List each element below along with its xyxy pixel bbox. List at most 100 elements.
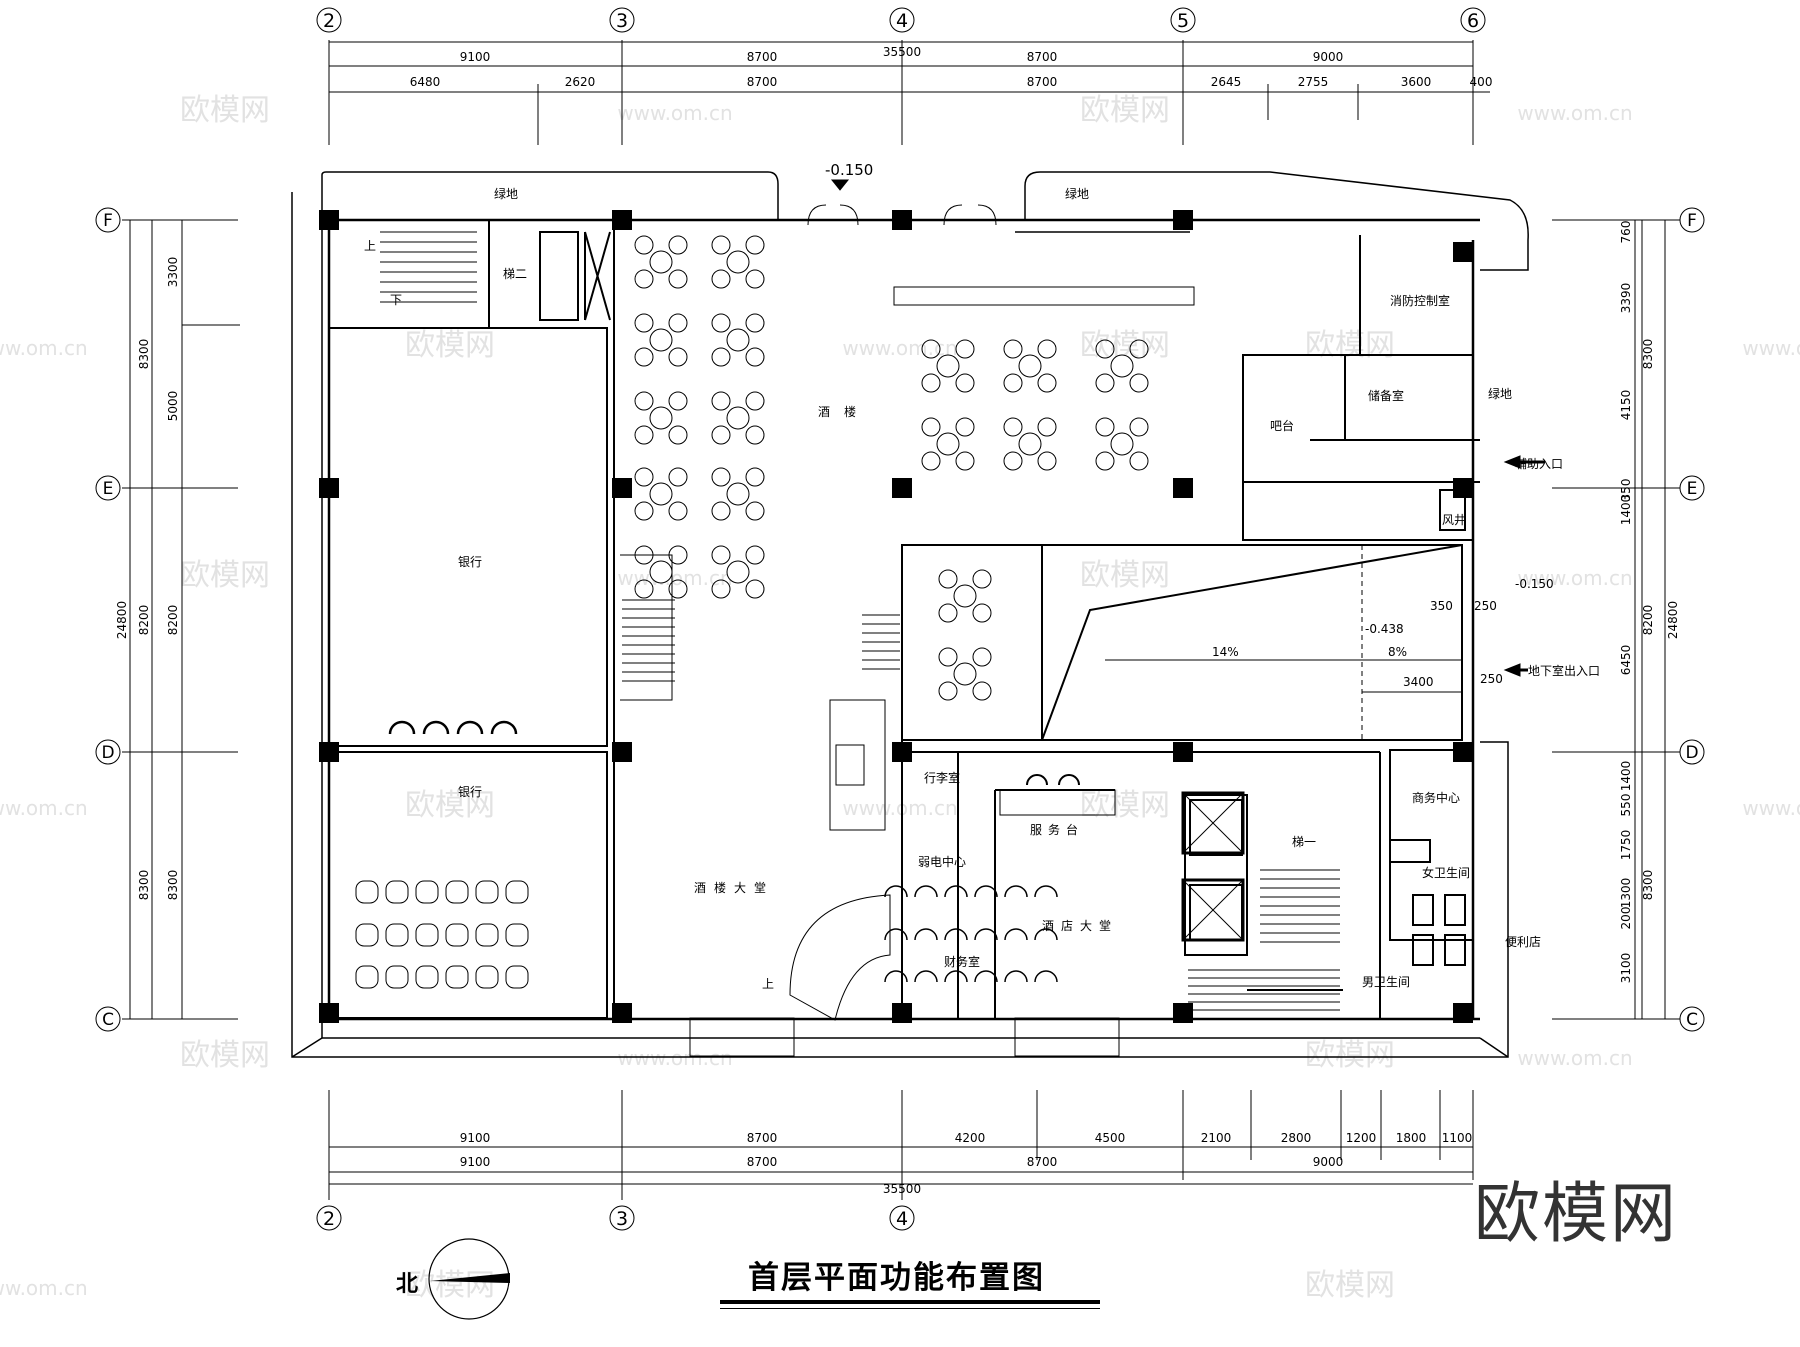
- training-seat: [1034, 970, 1058, 983]
- ramp-slope-2: 8%: [1388, 645, 1407, 659]
- north-label: 北: [396, 1272, 419, 1297]
- column: [892, 1003, 912, 1023]
- watermark-url: www.om.cn: [617, 566, 732, 590]
- dim-right-inner: 3100: [1619, 953, 1633, 984]
- watermark-url: www.om.cn: [617, 101, 732, 125]
- table-top: [936, 432, 960, 456]
- table-top: [649, 482, 673, 506]
- column: [612, 210, 632, 230]
- label-stair-two: 梯二: [503, 267, 527, 281]
- chair: [634, 347, 654, 367]
- chair: [711, 545, 731, 565]
- dining-table: [711, 313, 765, 367]
- watermark-text: 欧模网: [1080, 788, 1170, 823]
- training-seat: [884, 970, 908, 983]
- axis-bubble-top: [609, 7, 635, 33]
- axis-label-left: D: [101, 743, 114, 763]
- label-green-right: 绿地: [1065, 186, 1089, 201]
- dim-top-2: 3600: [1401, 75, 1432, 89]
- stair-up-mark: 上: [364, 239, 376, 253]
- table-top: [726, 250, 750, 274]
- column: [892, 478, 912, 498]
- watermark-text: 欧模网: [1080, 93, 1170, 128]
- axis-bubble-top: [316, 7, 342, 33]
- dining-table: [1003, 417, 1057, 471]
- column: [319, 478, 339, 498]
- chair: [1095, 417, 1115, 437]
- label-bank-upper: 银行: [458, 555, 482, 569]
- label-restaurant-lobby: 酒楼大堂: [694, 880, 774, 895]
- training-seat: [1004, 970, 1028, 983]
- bank-chair: [475, 923, 499, 947]
- axis-label-left: C: [102, 1010, 114, 1030]
- chair: [668, 347, 688, 367]
- watermark-url: www.om.cn: [0, 336, 88, 360]
- label-fire-control: 消防控制室: [1390, 293, 1450, 308]
- chair: [1129, 339, 1149, 359]
- bank-seat: [422, 720, 450, 735]
- dim-bottom-1: 1200: [1346, 1131, 1377, 1145]
- watermark-text: 欧模网: [180, 1038, 270, 1073]
- chair: [745, 347, 765, 367]
- chair: [1129, 373, 1149, 393]
- elevator-1: [1181, 791, 1245, 855]
- stairs: [380, 231, 1340, 1021]
- axis-label-left: F: [103, 211, 113, 231]
- dim-top-2: 400: [1470, 75, 1493, 89]
- ramp-slope-1: 14%: [1212, 645, 1239, 659]
- bank-chair: [475, 880, 499, 904]
- table-top: [726, 406, 750, 430]
- dim-right-inner: 4150: [1619, 390, 1633, 421]
- stair-restaurant: [620, 554, 675, 701]
- table-top: [1110, 432, 1134, 456]
- dim-right-inner: 550: [1619, 794, 1633, 817]
- label-luggage: 行李室: [924, 770, 960, 785]
- chair: [921, 373, 941, 393]
- watermark-url: www.om.cn: [1517, 1046, 1632, 1070]
- stair-down-mark: 下: [390, 293, 402, 307]
- chair: [634, 313, 654, 333]
- chair: [921, 417, 941, 437]
- axis-bubble-right: [1679, 475, 1705, 501]
- dim-right-inner: 1400: [1619, 495, 1633, 526]
- axis-bubble-top: [889, 7, 915, 33]
- chair: [711, 425, 731, 445]
- axis-label-right: D: [1685, 743, 1698, 763]
- bank-chair: [445, 923, 469, 947]
- watermark-text: 欧模网: [1080, 558, 1170, 593]
- chair: [1037, 373, 1057, 393]
- label-basement-entrance: 地下室出入口: [1528, 663, 1600, 678]
- dim-right-inner: 200: [1619, 907, 1633, 930]
- dim-top-1: 9100: [460, 50, 491, 64]
- axis-label-right: C: [1686, 1010, 1698, 1030]
- axis-label-top: 6: [1467, 10, 1479, 32]
- column: [612, 1003, 632, 1023]
- column: [1453, 478, 1473, 498]
- dim-right-inner: 3390: [1619, 283, 1633, 314]
- table-top: [726, 560, 750, 584]
- watermark-url: www.om.cn: [842, 336, 957, 360]
- chair: [955, 373, 975, 393]
- bank-chair: [385, 965, 409, 989]
- chair: [1095, 373, 1115, 393]
- label-green-left: 绿地: [494, 186, 518, 201]
- dim-top-1: 8700: [747, 50, 778, 64]
- bank-seat: [456, 720, 484, 735]
- column: [319, 210, 339, 230]
- table-top: [953, 662, 977, 686]
- bank-chair: [445, 965, 469, 989]
- axis-label-top: 5: [1177, 10, 1189, 32]
- axis-label-bottom: 4: [896, 1208, 908, 1230]
- reception-chair: [1026, 774, 1048, 786]
- bank-chair: [505, 965, 529, 989]
- axis-label-bottom: 2: [323, 1208, 335, 1230]
- training-seat: [974, 885, 998, 898]
- table-top: [1018, 354, 1042, 378]
- bank-chair: [385, 923, 409, 947]
- chair: [711, 391, 731, 411]
- axis-bubble-bottom: [889, 1205, 915, 1231]
- chair: [711, 347, 731, 367]
- training-seat: [1034, 885, 1058, 898]
- bank-chair: [445, 880, 469, 904]
- axis-bubble-left: [95, 207, 121, 233]
